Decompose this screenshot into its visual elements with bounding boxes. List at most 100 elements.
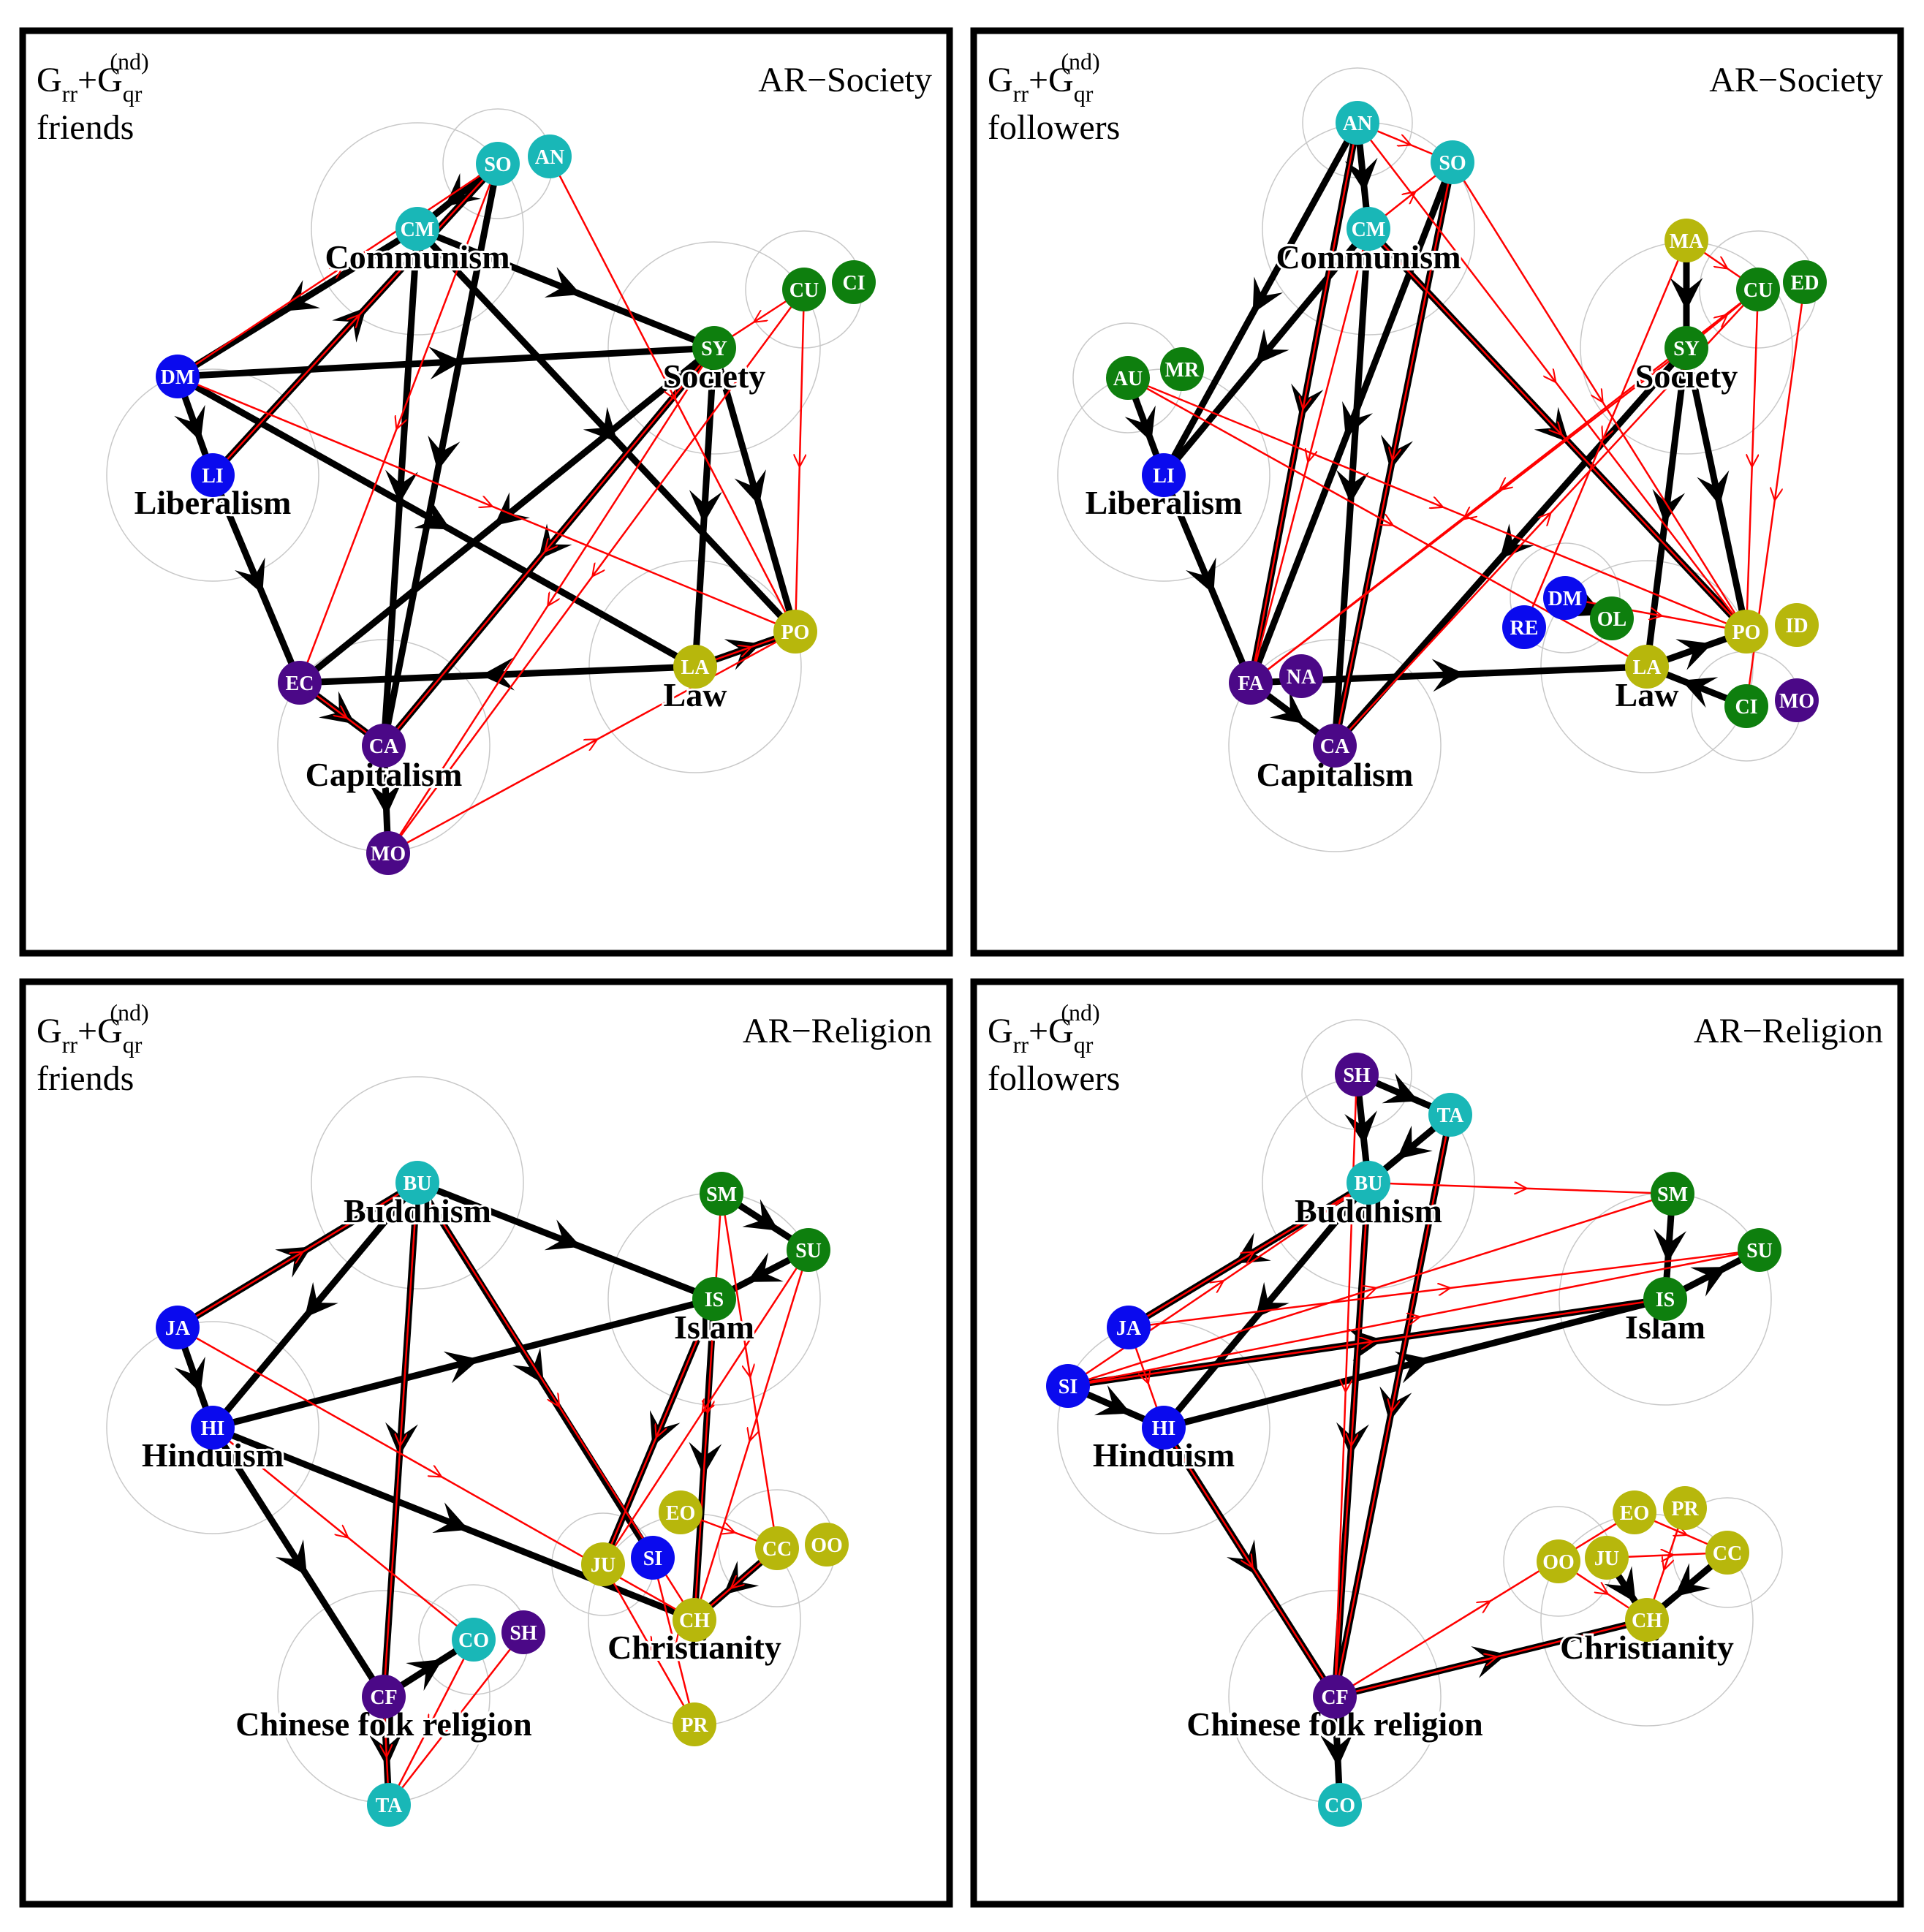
node-eo: EO bbox=[1613, 1490, 1656, 1534]
node-circle bbox=[278, 661, 322, 705]
node-ch: CH bbox=[673, 1598, 716, 1642]
node-label: CF bbox=[370, 1686, 397, 1709]
group-label-chinese-folk-religion: Chinese folk religion bbox=[235, 1705, 532, 1743]
node-label: HI bbox=[201, 1417, 225, 1440]
node-circle bbox=[832, 260, 876, 304]
black-edge bbox=[711, 346, 799, 633]
node-sh: SH bbox=[501, 1610, 545, 1654]
panel-border bbox=[19, 978, 953, 1908]
community-circles bbox=[106, 108, 863, 852]
node-circle bbox=[1643, 1277, 1687, 1321]
red-edge bbox=[212, 1427, 474, 1640]
network-label: friends bbox=[37, 1059, 134, 1098]
black-edge bbox=[1161, 1181, 1371, 1430]
node-label: NA bbox=[1287, 666, 1317, 689]
network-label: friends bbox=[37, 108, 134, 147]
node-circle bbox=[692, 1277, 736, 1321]
community-circle bbox=[311, 1076, 524, 1289]
node-label: MO bbox=[371, 843, 406, 865]
red-edge bbox=[720, 1193, 779, 1549]
black-edge bbox=[416, 225, 716, 352]
node-circle bbox=[501, 1610, 545, 1654]
node-ol: OL bbox=[1590, 596, 1634, 640]
red-edge bbox=[1523, 240, 1688, 628]
group-label-hinduism: Hinduism bbox=[1093, 1436, 1235, 1474]
node-an: AN bbox=[1336, 101, 1379, 145]
node-circle bbox=[673, 1702, 716, 1746]
node-ja: JA bbox=[1107, 1306, 1151, 1349]
node-sm: SM bbox=[1651, 1172, 1694, 1216]
node-label: FA bbox=[1238, 673, 1264, 695]
node-label: CU bbox=[1743, 279, 1773, 302]
node-na: NA bbox=[1279, 654, 1323, 698]
community-circle bbox=[1228, 639, 1442, 852]
red-edge bbox=[1128, 1181, 1369, 1329]
graph-formula: Grr+Gqr(nd) bbox=[988, 48, 1100, 107]
node-label: TA bbox=[376, 1795, 404, 1817]
node-circle bbox=[452, 1618, 496, 1662]
black-edge bbox=[1160, 474, 1254, 684]
node-ci: CI bbox=[832, 260, 876, 304]
node-oo: OO bbox=[1537, 1539, 1580, 1583]
node-circle bbox=[631, 1536, 675, 1580]
node-label: IS bbox=[705, 1289, 724, 1311]
node-circle bbox=[787, 1228, 830, 1272]
node-la: LA bbox=[1625, 645, 1669, 689]
node-label: JA bbox=[165, 1317, 191, 1340]
node-label: PR bbox=[681, 1714, 708, 1737]
node-sh: SH bbox=[1335, 1053, 1379, 1096]
node-label: AN bbox=[1343, 113, 1372, 135]
red-edge bbox=[1250, 347, 1687, 683]
node-label: DM bbox=[1548, 588, 1583, 610]
red-edge bbox=[1334, 1511, 1635, 1698]
category-label: AR−Religion bbox=[1694, 1012, 1883, 1050]
node-la: LA bbox=[673, 645, 717, 689]
node-label: AU bbox=[1113, 368, 1143, 390]
node-label: LI bbox=[202, 465, 224, 488]
node-au: AU bbox=[1106, 356, 1150, 400]
node-so: SO bbox=[1431, 140, 1474, 184]
red-edge bbox=[212, 163, 499, 476]
node-circle bbox=[366, 831, 410, 875]
node-circle bbox=[755, 1526, 799, 1570]
node-is: IS bbox=[692, 1277, 736, 1321]
node-label: EO bbox=[666, 1502, 695, 1525]
node-label: SH bbox=[510, 1622, 537, 1645]
red-edge bbox=[1368, 1183, 1673, 1194]
node-label: DM bbox=[161, 366, 195, 389]
node-ed: ED bbox=[1783, 260, 1827, 304]
node-circle bbox=[773, 610, 817, 654]
node-label: CM bbox=[1352, 219, 1386, 241]
node-label: SU bbox=[1746, 1240, 1773, 1262]
node-ca: CA bbox=[1313, 724, 1357, 768]
community-circle bbox=[588, 560, 802, 773]
node-so: SO bbox=[476, 142, 520, 186]
node-label: IS bbox=[1656, 1289, 1675, 1311]
node-circle bbox=[1585, 1536, 1629, 1580]
node-label: PO bbox=[1732, 621, 1761, 644]
red-edge bbox=[382, 1182, 419, 1697]
node-circle bbox=[367, 1783, 411, 1827]
graph-formula: Grr+Gqr(nd) bbox=[37, 48, 149, 107]
node-sy: SY bbox=[692, 326, 736, 370]
node-dm: DM bbox=[1543, 576, 1587, 620]
node-label: CA bbox=[369, 735, 399, 758]
node-label: JU bbox=[591, 1554, 616, 1577]
node-label: MR bbox=[1165, 359, 1200, 382]
node-circle bbox=[1313, 1675, 1357, 1719]
node-label: SY bbox=[701, 338, 727, 360]
black-edge bbox=[689, 347, 722, 667]
node-circle bbox=[1431, 140, 1474, 184]
node-circle bbox=[1537, 1539, 1580, 1583]
node-circle bbox=[362, 1675, 406, 1719]
node-circle bbox=[1590, 596, 1634, 640]
red-edge bbox=[795, 289, 804, 632]
node-circle bbox=[1625, 1598, 1669, 1642]
network-label: followers bbox=[988, 1059, 1120, 1098]
node-label: SI bbox=[643, 1548, 662, 1570]
red-edge bbox=[383, 347, 715, 746]
group-label-buddhism: Buddhism bbox=[344, 1192, 491, 1230]
red-edge bbox=[1249, 122, 1359, 683]
